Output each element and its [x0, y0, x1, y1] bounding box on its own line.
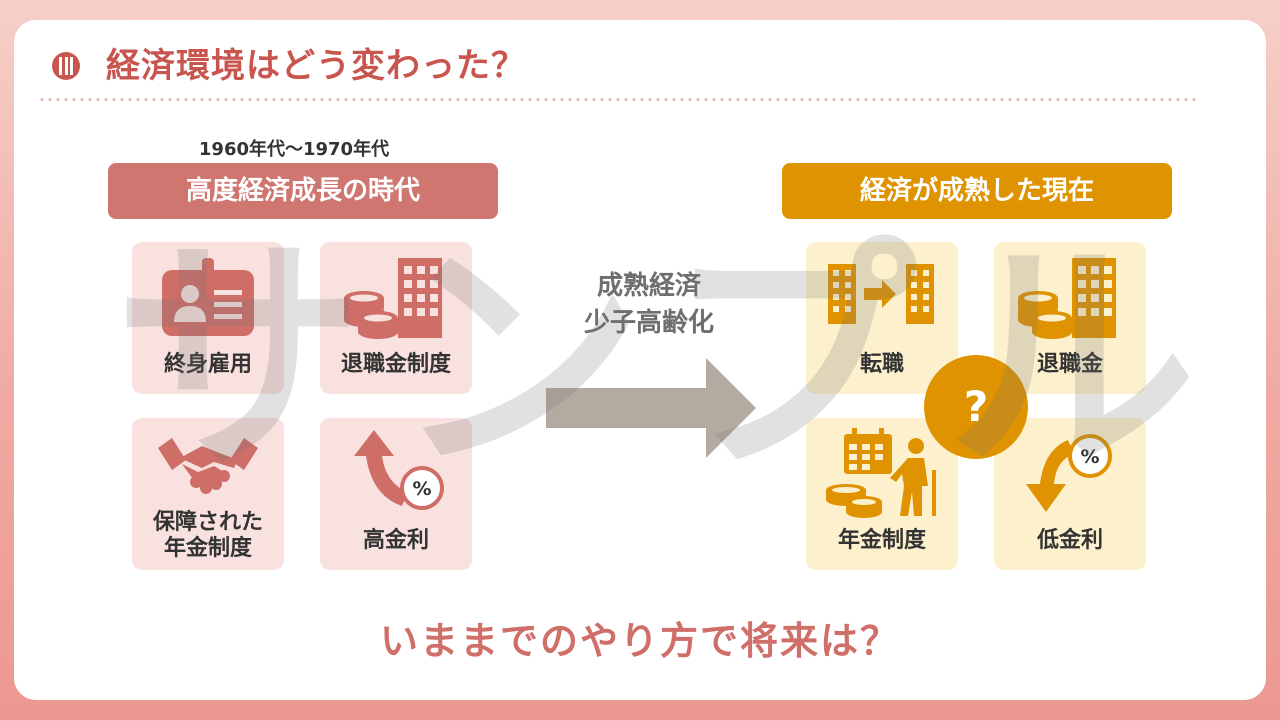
right-arrow-icon: [546, 358, 756, 458]
tile-label: 高金利: [362, 528, 429, 553]
tile-high-interest: % 高金利: [320, 418, 472, 570]
coins-building-icon: [1018, 258, 1116, 339]
svg-text:%: %: [412, 478, 431, 500]
transition-line: 少子高齢化: [583, 308, 714, 338]
bottom-question: いままでのやり方で将来は？: [379, 619, 900, 663]
tile-job-change: 転職: [806, 242, 958, 394]
tile-label: 保障された: [152, 510, 263, 535]
percent-down-arrow-icon: %: [1026, 434, 1112, 512]
tile-label: 退職金制度: [340, 352, 451, 377]
striped-circle-icon: [52, 52, 80, 80]
tile-label: 年金制度: [837, 528, 926, 553]
era-label: 1960年代～1970年代: [198, 139, 390, 160]
coins-building-icon: [344, 258, 442, 339]
tile-retirement-allowance-now: 退職金: [994, 242, 1146, 394]
tile-label: 低金利: [1036, 528, 1103, 553]
tile-label: 転職: [859, 352, 904, 377]
svg-text:%: %: [1080, 446, 1099, 468]
transition-text: 成熟経済 少子高齢化: [534, 268, 764, 342]
id-badge-icon: [162, 258, 254, 336]
dotted-divider: [38, 98, 1198, 101]
left-header: 高度経済成長の時代: [108, 163, 498, 219]
question-bubble: ?: [924, 355, 1028, 459]
tile-guaranteed-pension: 保障された 年金制度: [132, 418, 284, 570]
calendar-elder-coins-icon: [826, 428, 936, 518]
handshake-icon: [158, 438, 258, 494]
page-title: 経済環境はどう変わった？: [106, 46, 526, 86]
slide-card: 経済環境はどう変わった？ 1960年代～1970年代 高度経済成長の時代 終身雇…: [14, 20, 1266, 700]
building-transfer-icon: [828, 264, 934, 324]
right-header: 経済が成熟した現在: [782, 163, 1172, 219]
tile-low-interest: % 低金利: [994, 418, 1146, 570]
tile-retirement-allowance: 退職金制度: [320, 242, 472, 394]
tile-label: 退職金: [1036, 352, 1103, 377]
transition-line: 成熟経済: [596, 271, 701, 301]
tile-pension-system: 年金制度: [806, 418, 958, 570]
tile-label: 終身雇用: [163, 352, 252, 377]
percent-up-arrow-icon: %: [354, 430, 444, 510]
tile-label: 年金制度: [163, 536, 252, 561]
tile-lifetime-employment: 終身雇用: [132, 242, 284, 394]
